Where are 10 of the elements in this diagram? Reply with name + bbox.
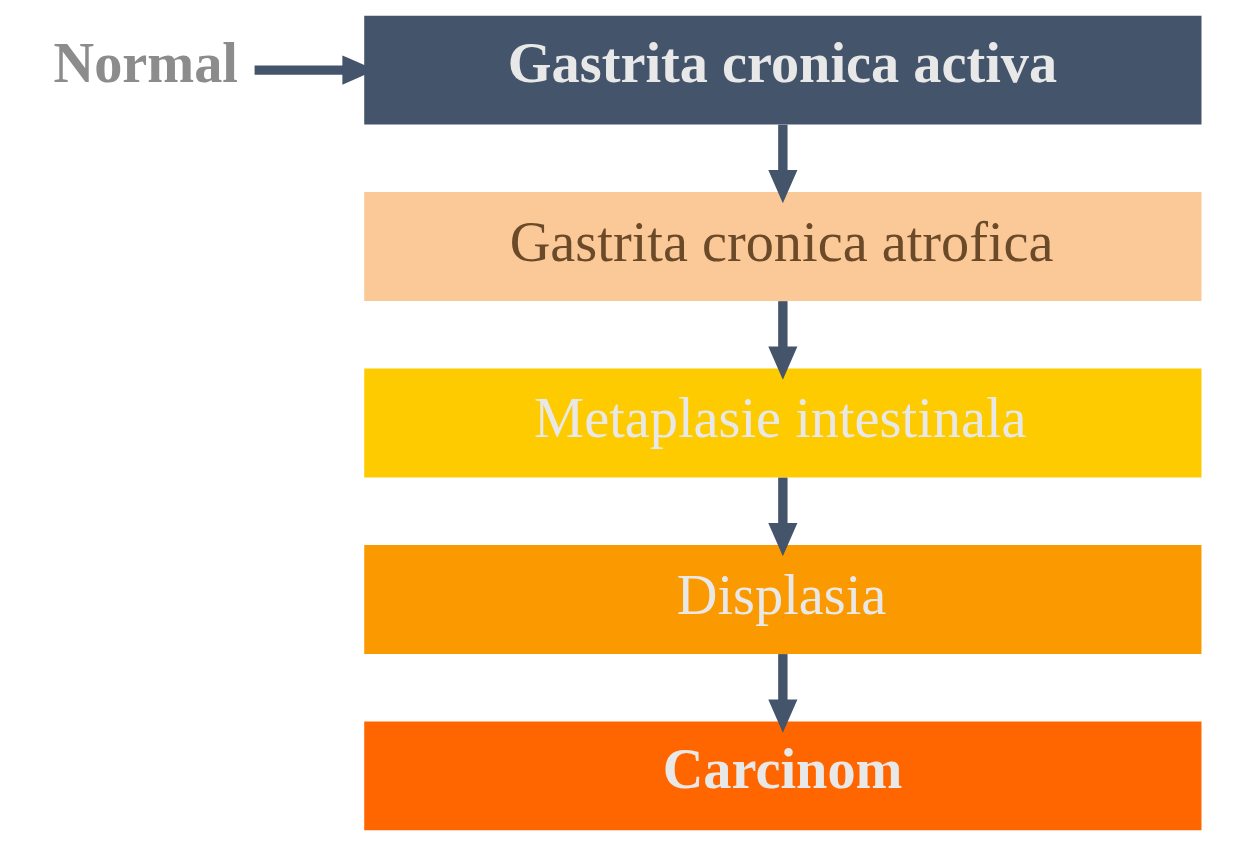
arrow — [768, 654, 798, 733]
arrow — [768, 124, 798, 204]
node-box: Displasia — [364, 545, 1202, 654]
node-box: Gastrita cronica atrofica — [364, 192, 1202, 301]
arrow — [768, 477, 798, 557]
node-text: Normal — [53, 32, 239, 95]
node-box: Gastrita cronica activa — [364, 15, 1202, 125]
node-box: Metaplasie intestinala — [364, 368, 1202, 478]
node-box: Carcinom — [364, 721, 1202, 831]
arrow — [768, 301, 798, 380]
